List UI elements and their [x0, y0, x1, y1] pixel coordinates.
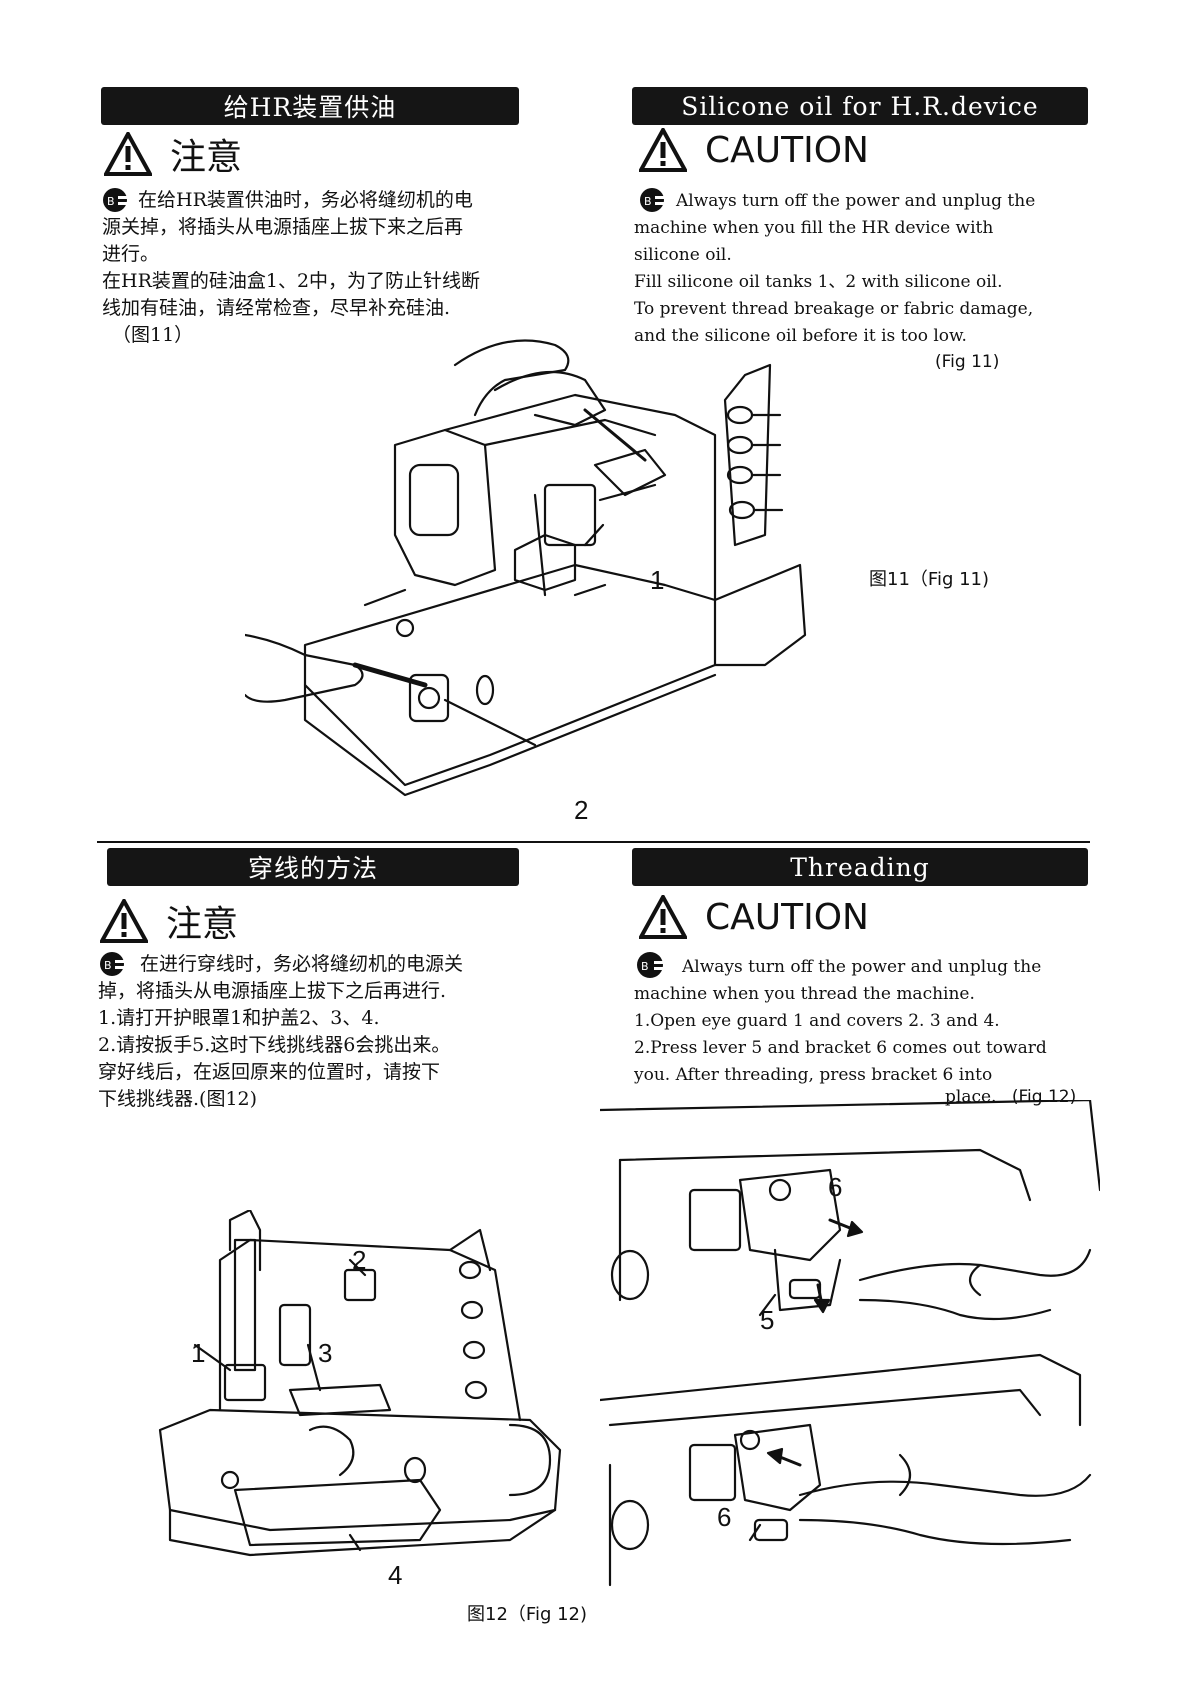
warning-triangle-icon [639, 128, 687, 172]
zh-caution-title-2: 注意 [100, 895, 238, 947]
callout-right-6-bottom: 6 [717, 1502, 732, 1532]
fig11-sewing-machine-illustration [245, 339, 807, 797]
fig12-caption: 图12（Fig 12) [467, 1604, 588, 1625]
en-caution-label: CAUTION [705, 129, 869, 171]
svg-text:B: B [641, 960, 649, 973]
warning-triangle-icon [639, 895, 687, 939]
zh-caution-label: 注意 [170, 137, 243, 178]
zh-header-text: 穿线的方法 [247, 854, 378, 883]
callout-right-5: 5 [760, 1305, 775, 1335]
callout-left-2: 2 [352, 1245, 367, 1275]
svg-text:B: B [644, 195, 652, 208]
fig12-lever-bracket-illustration [600, 1100, 1100, 1321]
zh-caution-label: 注意 [166, 904, 239, 945]
svg-text:B: B [107, 195, 115, 208]
fig12-covers-open-illustration [158, 1210, 562, 1557]
zh-section-header-hr-oil: 给HR装置供油 [101, 87, 519, 125]
svg-text:B: B [104, 959, 112, 972]
fig12-press-bracket-illustration [600, 1353, 1092, 1587]
zh-section-header-threading: 穿线的方法 [107, 848, 519, 886]
callout-1: 1 [650, 565, 665, 595]
zh-caution-title: 注意 [104, 128, 242, 180]
callout-left-4: 4 [388, 1560, 403, 1590]
callout-left-3: 3 [318, 1338, 333, 1368]
en-caution-title: CAUTION [639, 128, 869, 172]
en-figref-fig11: (Fig 11) [935, 352, 1000, 372]
callout-right-6-top: 6 [828, 1172, 843, 1202]
en-caution-title-2: CAUTION [639, 895, 869, 939]
en-caution-label: CAUTION [705, 896, 869, 938]
en-section-header-threading: Threading [632, 848, 1088, 886]
unplug-power-icon: B [637, 952, 674, 978]
callout-left-1: 1 [191, 1338, 206, 1368]
zh-header-text: 给HR装置供油 [223, 93, 397, 122]
fig11-caption: 图11（Fig 11) [869, 569, 990, 590]
unplug-power-icon: B [640, 188, 669, 212]
callout-2: 2 [574, 795, 589, 825]
en-header-text: Silicone oil for H.R.device [681, 91, 1039, 121]
unplug-power-icon: B [100, 952, 132, 976]
warning-triangle-icon [100, 899, 148, 943]
section-divider [97, 841, 1090, 843]
warning-triangle-icon [104, 132, 152, 176]
en-section-header-hr-oil: Silicone oil for H.R.device [632, 87, 1088, 125]
en-header-text: Threading [790, 852, 930, 882]
unplug-power-icon: B [103, 188, 131, 212]
